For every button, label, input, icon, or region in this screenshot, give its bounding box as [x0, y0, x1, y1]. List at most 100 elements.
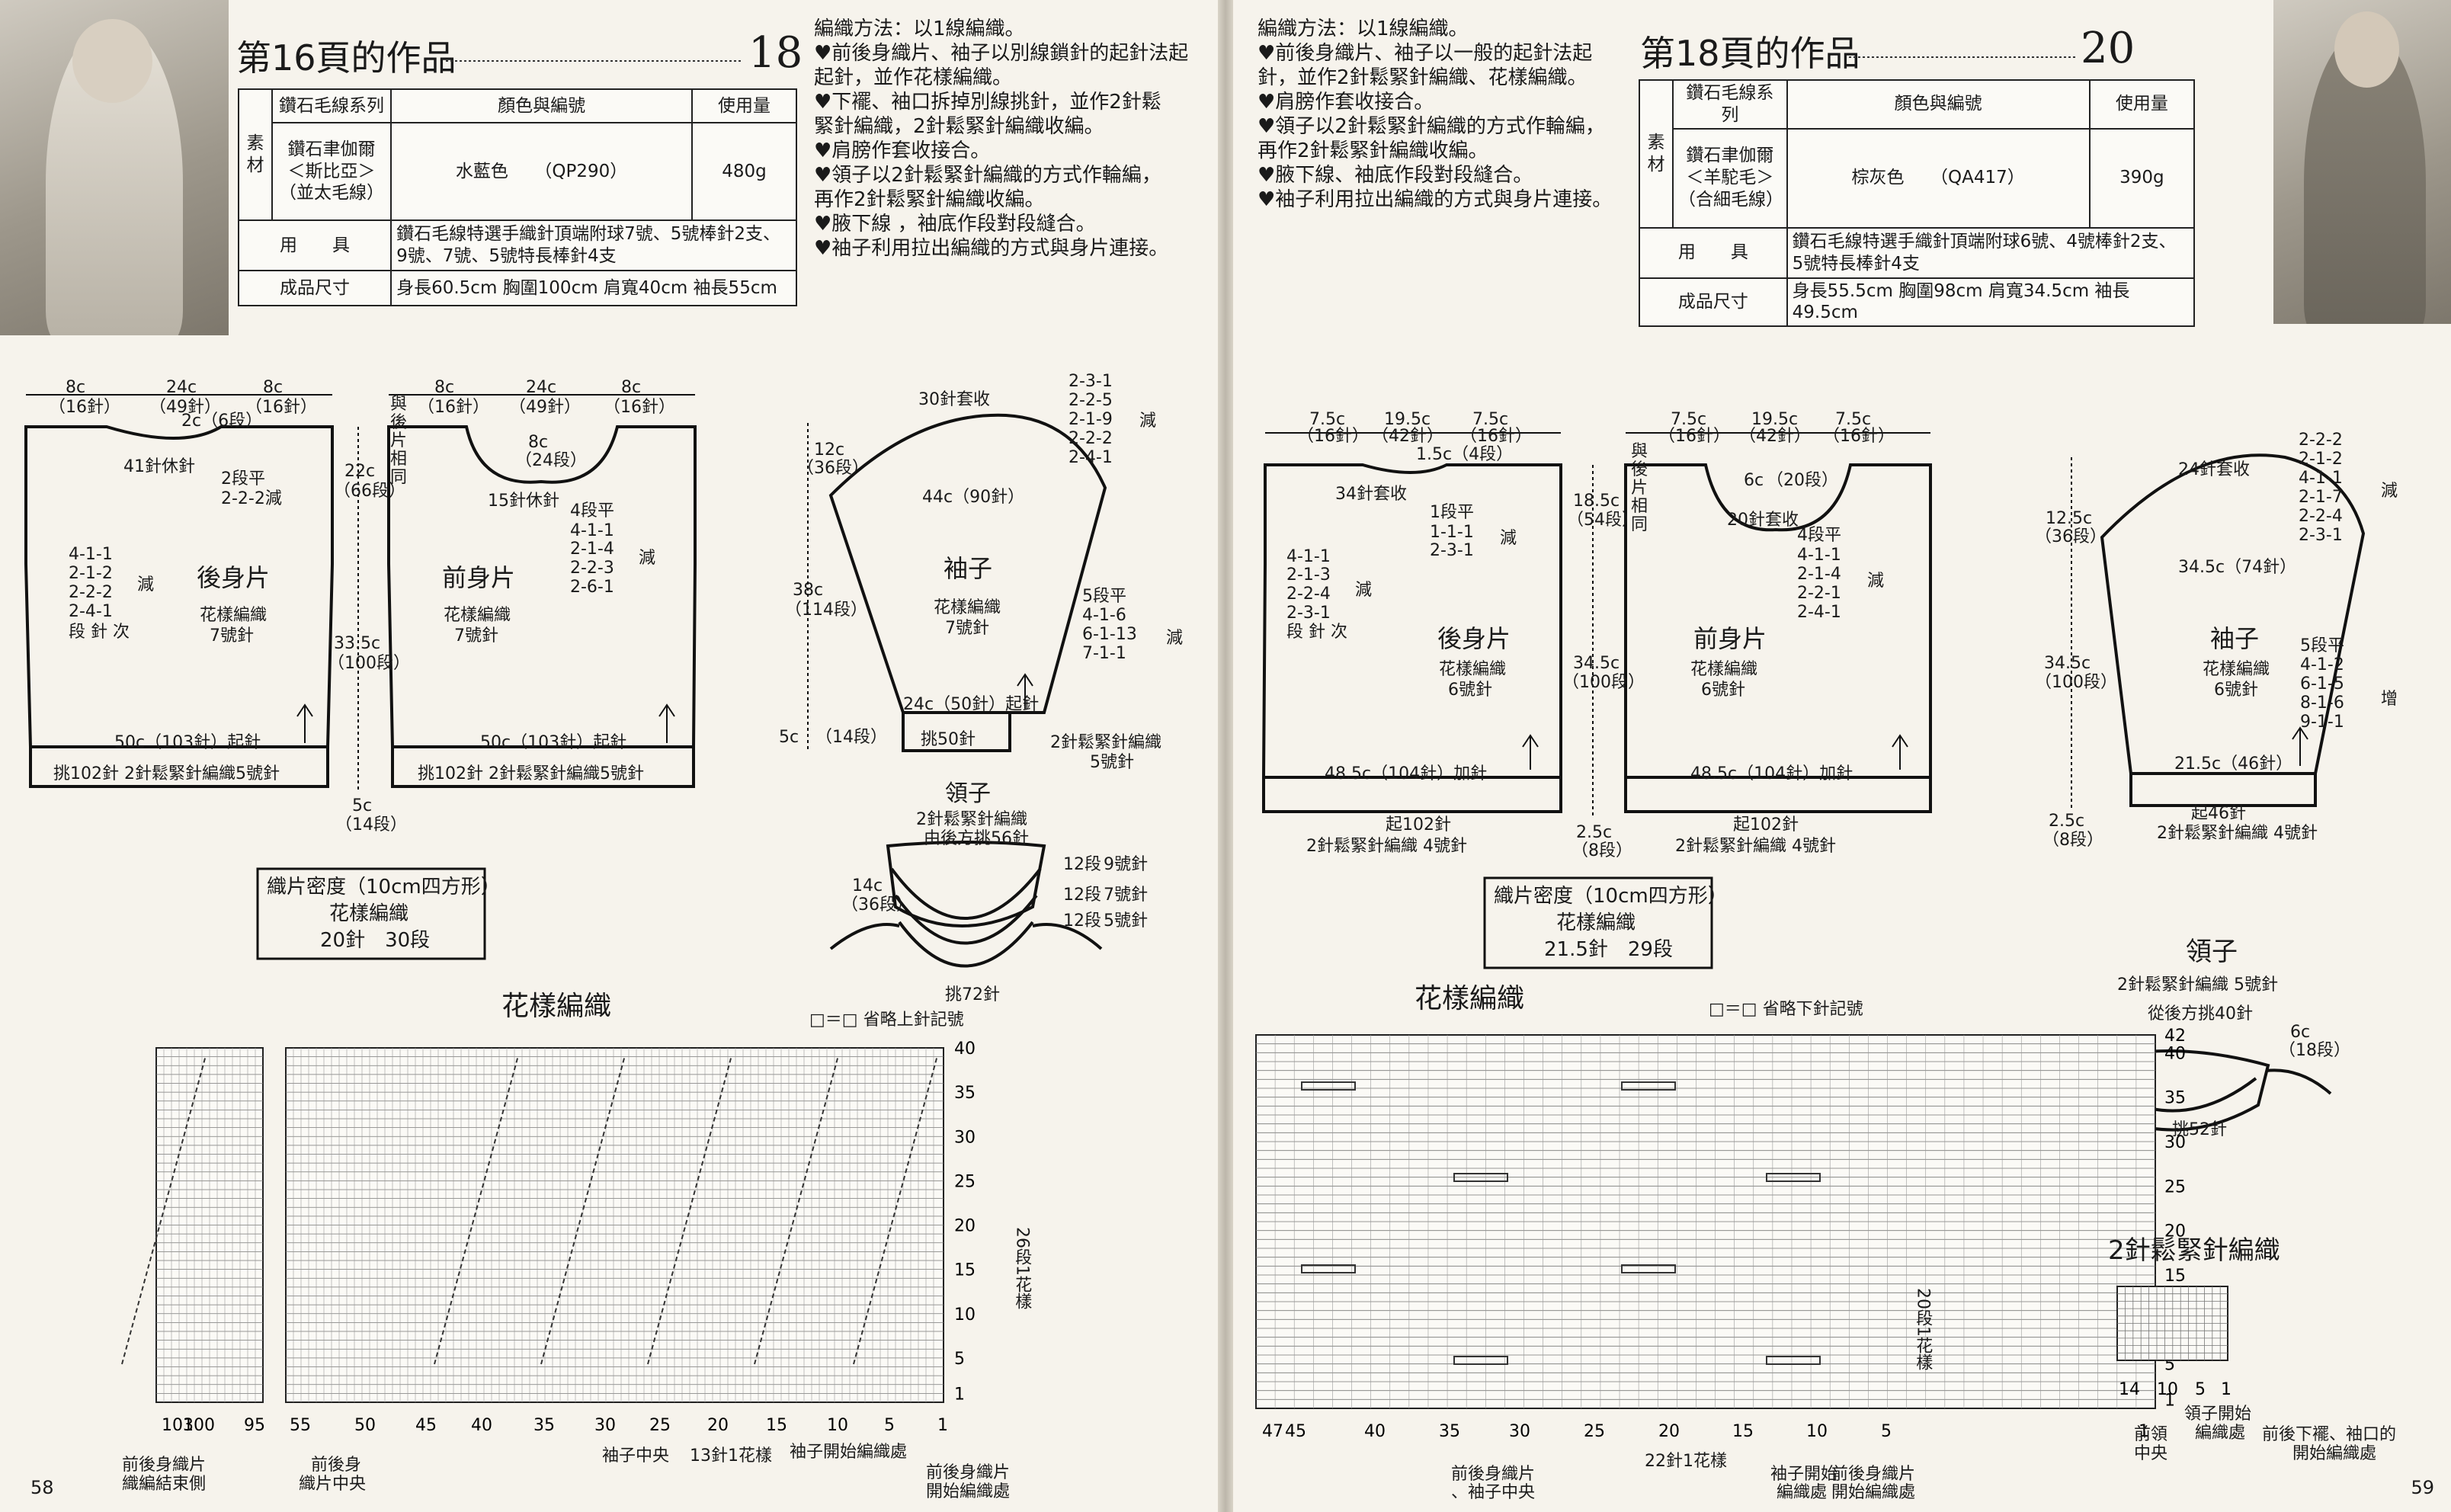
dim: 4-1-1: [1286, 547, 1331, 566]
col-header: 顏色與編號: [1786, 79, 2091, 130]
rib-note: 編織處: [2195, 1424, 2246, 1443]
chart-y-tick: 1: [2164, 1391, 2175, 1410]
dim: 減: [1867, 572, 1885, 591]
collar-desc: 2針鬆緊針編織: [916, 810, 1027, 829]
legend: □＝□ 省略上針記號: [809, 1011, 964, 1030]
chart-x-tick: 1: [2139, 1422, 2149, 1441]
dim: 2-1-2: [2299, 450, 2343, 469]
work-number: 20: [2081, 24, 2135, 73]
dim: 9號針: [1104, 855, 1148, 874]
chart-x-tick: 50: [354, 1416, 376, 1435]
chart-y-tick: 40: [954, 1040, 976, 1059]
dim: 後: [390, 413, 408, 432]
collar-label: 領子: [2186, 937, 2238, 967]
dim: 7.5c: [1671, 410, 1707, 429]
dim: 1-1-1: [1430, 523, 1474, 542]
right-page: 編織方法：以1線編織。♥前後身織片、袖子以一般的起針法起針，並作2針鬆緊針編織、…: [1233, 0, 2451, 1512]
dim: 4-1-6: [1082, 606, 1126, 625]
dim: 2-2-2: [1069, 429, 1113, 448]
dim: 同: [1631, 515, 1648, 534]
dim: （66段）: [334, 482, 405, 501]
dim: 2-1-9: [1069, 410, 1113, 429]
dim: 2-3-1: [1430, 541, 1474, 560]
dim: 2段平: [221, 469, 265, 489]
dim: 挑102針 2針鬆緊針編織5號針: [418, 764, 644, 783]
dim: （8段）: [1572, 841, 1632, 860]
dim: 挑72針: [945, 985, 1000, 1004]
dim: 段 針 次: [69, 623, 130, 642]
chart-y-tick: 30: [954, 1128, 976, 1147]
dim: 4-1-1: [570, 521, 614, 540]
needle-label: 7號針: [945, 619, 989, 638]
tools-cell: 鑽石毛線特選手織針頂端附球6號、4號棒針2支、5號特長棒針4支: [1786, 226, 2196, 279]
page-number: 58: [30, 1477, 54, 1498]
chart-x-tick: 30: [1509, 1422, 1530, 1441]
dim: 相: [390, 450, 408, 469]
dim: 41針休針: [123, 457, 195, 476]
dim: 4-1-1: [69, 545, 113, 564]
repeat-label: 26段1花樣: [1012, 1227, 1032, 1309]
dim: 8c: [66, 378, 86, 397]
dim: 2-2-2減: [221, 489, 282, 508]
dim: （100段）: [2035, 673, 2117, 692]
sleeve-label: 袖子: [944, 554, 993, 583]
dim: 34.5c（74針）: [2178, 558, 2297, 577]
chart-x-tick: 47: [1262, 1422, 1283, 1441]
dim: （49針）: [509, 398, 581, 417]
dim: 24c: [166, 378, 197, 397]
dim: 同: [390, 468, 408, 487]
chart-y-tick: 20: [2164, 1222, 2186, 1241]
dim: 減: [2381, 482, 2398, 501]
row-label: 素材: [238, 88, 273, 221]
dim: 9-1-1: [2300, 713, 2344, 732]
chart-note: 織片中央: [299, 1475, 367, 1494]
method-text: 編織方法：以1線編織。♥前後身織片、袖子以別線鎖針的起針法起起針，並作花樣編織。…: [814, 18, 1189, 260]
back-label: 後身片: [1437, 624, 1511, 653]
dim: （16針）: [418, 398, 489, 417]
amount-cell: 480g: [691, 122, 797, 221]
dim: 7.5c: [1309, 410, 1346, 429]
dim: 15針休針: [488, 492, 559, 511]
chart-x-tick: 100: [183, 1416, 215, 1435]
dim: 38c: [793, 581, 824, 600]
yarn-cell: 鑽石聿伽爾＜羊駝毛＞（合細毛線）: [1672, 127, 1788, 229]
back-label: 後身片: [197, 563, 271, 592]
color-cell: 水藍色 （QP290）: [390, 122, 694, 221]
dim: 48.5c（104針）加針: [1325, 764, 1488, 783]
chart-y-tick: 35: [954, 1084, 976, 1103]
dim: 2-2-4: [1286, 585, 1331, 604]
dim: 2-3-1: [2299, 526, 2343, 545]
chart-note: 13針1花樣: [690, 1446, 772, 1466]
chart-title: 花樣編織: [501, 991, 612, 1022]
dim: （36段）: [797, 459, 869, 478]
dim: （18段）: [2279, 1041, 2350, 1060]
chart-x-tick: 20: [1658, 1422, 1680, 1441]
size-label: 成品尺寸: [1639, 277, 1788, 327]
rib-note: 前後下襬、袖口的: [2262, 1425, 2397, 1444]
dim: 34針套收: [1335, 485, 1407, 504]
dim: （16針）: [604, 398, 675, 417]
dim: 12c: [814, 440, 845, 460]
chart-note: 22針1花樣: [1645, 1452, 1727, 1471]
rib-note: 前領: [2134, 1425, 2168, 1444]
front-label: 前身片: [1693, 624, 1767, 653]
dim: （20段）: [1767, 471, 1838, 490]
dim: 減: [137, 575, 155, 594]
chart-y-tick: 40: [2164, 1044, 2186, 1063]
chart-x-tick: 20: [707, 1416, 729, 1435]
dim: 2針鬆緊針編織 4號針: [1675, 837, 1836, 856]
needle-label: 6號針: [1448, 681, 1492, 700]
chart-note: 袖子中央: [602, 1446, 670, 1466]
tools-cell: 鑽石毛線特選手織針頂端附球7號、5號棒針2支、9號、7號、5號特長棒針4支: [390, 219, 797, 271]
chart-x-tick: 40: [471, 1416, 492, 1435]
dim: 2-3-1: [1069, 372, 1113, 391]
dim: （14段）: [815, 728, 887, 747]
chart-x-tick: 25: [1584, 1422, 1605, 1441]
dim: 44c（90針）: [922, 488, 1025, 507]
pattern-label: 花樣編織: [2203, 660, 2270, 679]
dim: （36段）: [841, 895, 913, 915]
dim: 2-1-4: [570, 540, 614, 559]
chart-x-tick: 15: [766, 1416, 787, 1435]
tools-label: 用 具: [237, 219, 392, 271]
dim: 4-1-1: [1797, 546, 1841, 565]
